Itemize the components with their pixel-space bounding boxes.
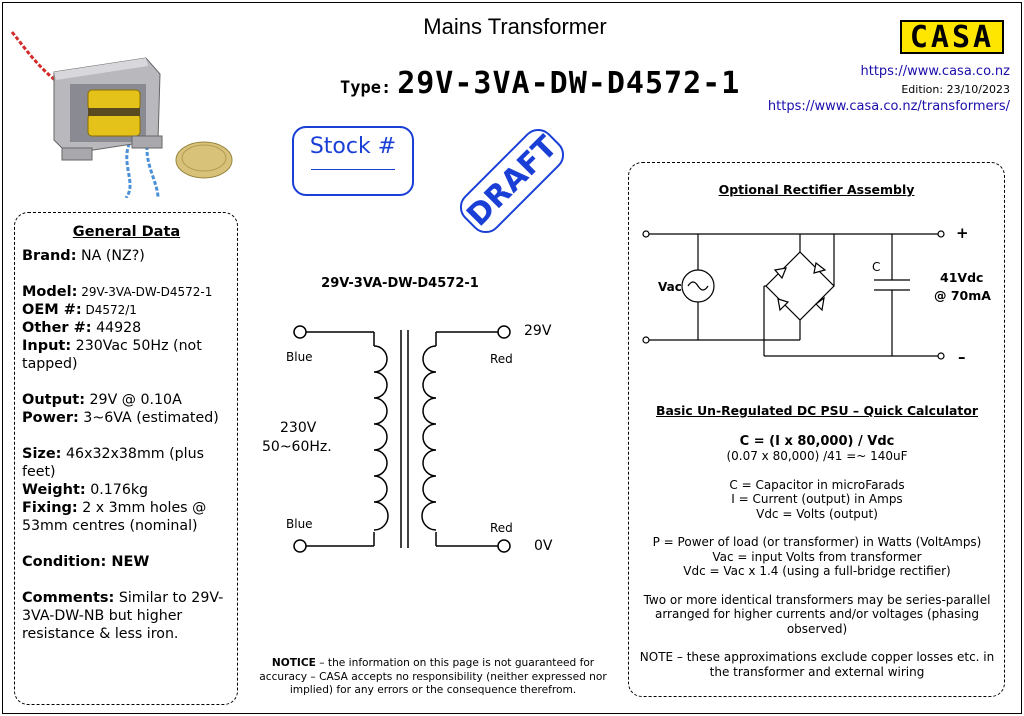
brand-row: Brand: NA (NZ?) [22, 248, 145, 264]
minus-terminal-label: – [958, 348, 966, 366]
edition-text: Edition: 23/10/2023 [901, 83, 1010, 96]
casa-logo: CASA [900, 20, 1004, 55]
type-line: Type:29V-3VA-DW-D4572-1 [340, 66, 740, 101]
output-current: @ 70mA [934, 288, 991, 303]
condition-row: Condition: NEW [22, 554, 150, 570]
series-note: Two or more identical transformers may b… [643, 592, 991, 636]
model-row: Model: 29V-3VA-DW-D4572-1 [22, 284, 213, 300]
power-row: Power: 3~6VA (estimated) [22, 410, 219, 426]
final-note: NOTE – these approximations exclude copp… [639, 650, 995, 679]
def-vac: Vac = input Volts from transformer [712, 549, 922, 564]
transformer-schematic [293, 325, 511, 553]
def-i: I = Current (output) in Amps [731, 492, 903, 506]
primary-top-label: Blue [286, 350, 313, 364]
oem-row: OEM #: D4572/1 [22, 302, 137, 318]
comments-row: Comments: Similar to 29V-3VA-DW-NB but h… [22, 590, 224, 642]
primary-frequency: 50~60Hz. [262, 439, 332, 455]
other-row: Other #: 44928 [22, 320, 142, 336]
def-c: C = Capacitor in microFarads [729, 477, 905, 492]
def-p: P = Power of load (or transformer) in Wa… [652, 535, 982, 549]
primary-voltage: 230V [280, 420, 317, 436]
secondary-coil [421, 345, 437, 531]
secondary-top-voltage: 29V [524, 323, 552, 339]
vac-label: Vac [658, 280, 682, 294]
secondary-top-label: Red [490, 352, 513, 366]
primary-bottom-terminal [293, 539, 307, 553]
general-data-panel: General Data Brand: NA (NZ?) Model: 29V-… [14, 212, 238, 705]
general-heading: General Data [72, 224, 181, 240]
plus-terminal-label: + [956, 224, 969, 242]
bridge-diamond [765, 251, 835, 321]
transformer-photo [10, 31, 233, 198]
stock-stamp: Stock # [292, 126, 414, 196]
page-title: Mains Transformer [423, 14, 607, 39]
secondary-bottom-voltage: 0V [534, 538, 553, 554]
input-row: Input: 230Vac 50Hz (not tapped) [22, 338, 202, 372]
type-value: 29V-3VA-DW-D4572-1 [397, 66, 741, 101]
primary-bottom-label: Blue [286, 517, 313, 531]
rectifier-panel [628, 162, 1005, 697]
calculator-heading: Basic Un-Regulated DC PSU – Quick Calcul… [656, 403, 978, 418]
primary-coil [373, 345, 389, 531]
def-rel: Vdc = Vac x 1.4 (using a full-bridge rec… [683, 564, 951, 578]
output-voltage: 41Vdc [940, 270, 984, 285]
primary-top-terminal [293, 325, 307, 339]
home-link[interactable]: https://www.casa.co.nz [860, 64, 1011, 79]
transformers-link[interactable]: https://www.casa.co.nz/transformers/ [767, 99, 1010, 114]
def-vdc: Vdc = Volts (output) [756, 506, 878, 521]
stock-label: Stock # [309, 134, 397, 159]
secondary-top-terminal [497, 325, 511, 339]
schematic-title: 29V-3VA-DW-D4572-1 [321, 276, 479, 291]
rectifier-schematic [642, 230, 945, 360]
notice-text: NOTICE – the information on this page is… [259, 657, 607, 696]
type-label: Type: [340, 78, 392, 98]
stock-blank-line [311, 169, 395, 170]
secondary-bottom-terminal [497, 539, 511, 553]
secondary-bottom-label: Red [490, 521, 513, 535]
size-row: Size: 46x32x38mm (plus feet) [22, 446, 204, 480]
capacitor-label: C [872, 260, 881, 274]
weight-row: Weight: 0.176kg [22, 482, 149, 498]
quick-calculator: Basic Un-Regulated DC PSU – Quick Calcul… [636, 403, 998, 679]
output-row: Output: 29V @ 0.10A [22, 392, 182, 408]
formula: C = (I x 80,000) / Vdc [739, 433, 895, 449]
rectifier-heading: Optional Rectifier Assembly [718, 182, 915, 197]
example: (0.07 x 80,000) /41 =~ 140uF [726, 449, 908, 463]
fixing-row: Fixing: 2 x 3mm holes @ 53mm centres (no… [22, 500, 207, 534]
